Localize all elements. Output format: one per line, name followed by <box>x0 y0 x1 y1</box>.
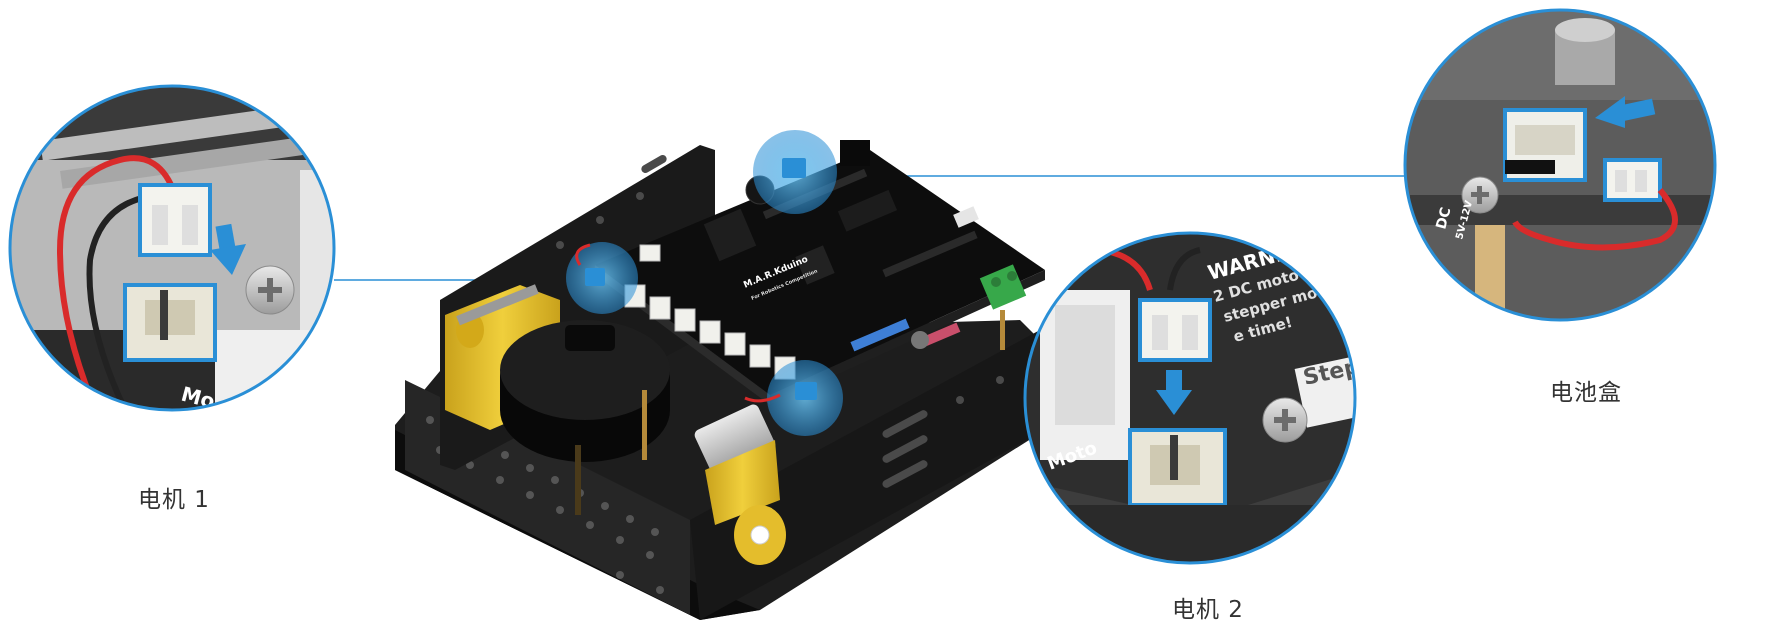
arrow-down-icon <box>1156 370 1192 415</box>
battery-socket <box>1503 108 1587 182</box>
motor1-socket <box>123 283 217 362</box>
detail-circle-motor2: Stepp WARNING 2 DC moto stepper motor e … <box>1023 231 1357 565</box>
arrow-left-icon <box>1595 96 1656 128</box>
robot-chassis: M.A.R.Kduino For Robotics Competition <box>395 130 1045 620</box>
arrow-down-icon <box>210 223 246 275</box>
caption-motor2: 电机 2 <box>1172 597 1244 623</box>
motor2-socket <box>1128 428 1227 507</box>
caster-wheel <box>500 320 670 515</box>
detail-circle-battery: DC 5V-12V <box>1403 8 1717 322</box>
detail-circle-motor1: Mo <box>8 84 336 412</box>
screw-icon <box>1461 176 1499 214</box>
screw-icon <box>245 265 295 315</box>
motor2-plug <box>1138 298 1212 362</box>
battery-plug <box>1603 158 1662 202</box>
caption-battery-box: 电池盒 <box>1550 380 1622 406</box>
motor-2-body <box>694 404 786 565</box>
dc-silk-label: DC <box>1433 206 1454 231</box>
controller-board: M.A.R.Kduino For Robotics Competition <box>595 140 1045 405</box>
caption-motor1: 电机 1 <box>138 487 210 513</box>
motor1-plug <box>138 183 212 257</box>
screw-icon <box>1262 397 1308 443</box>
